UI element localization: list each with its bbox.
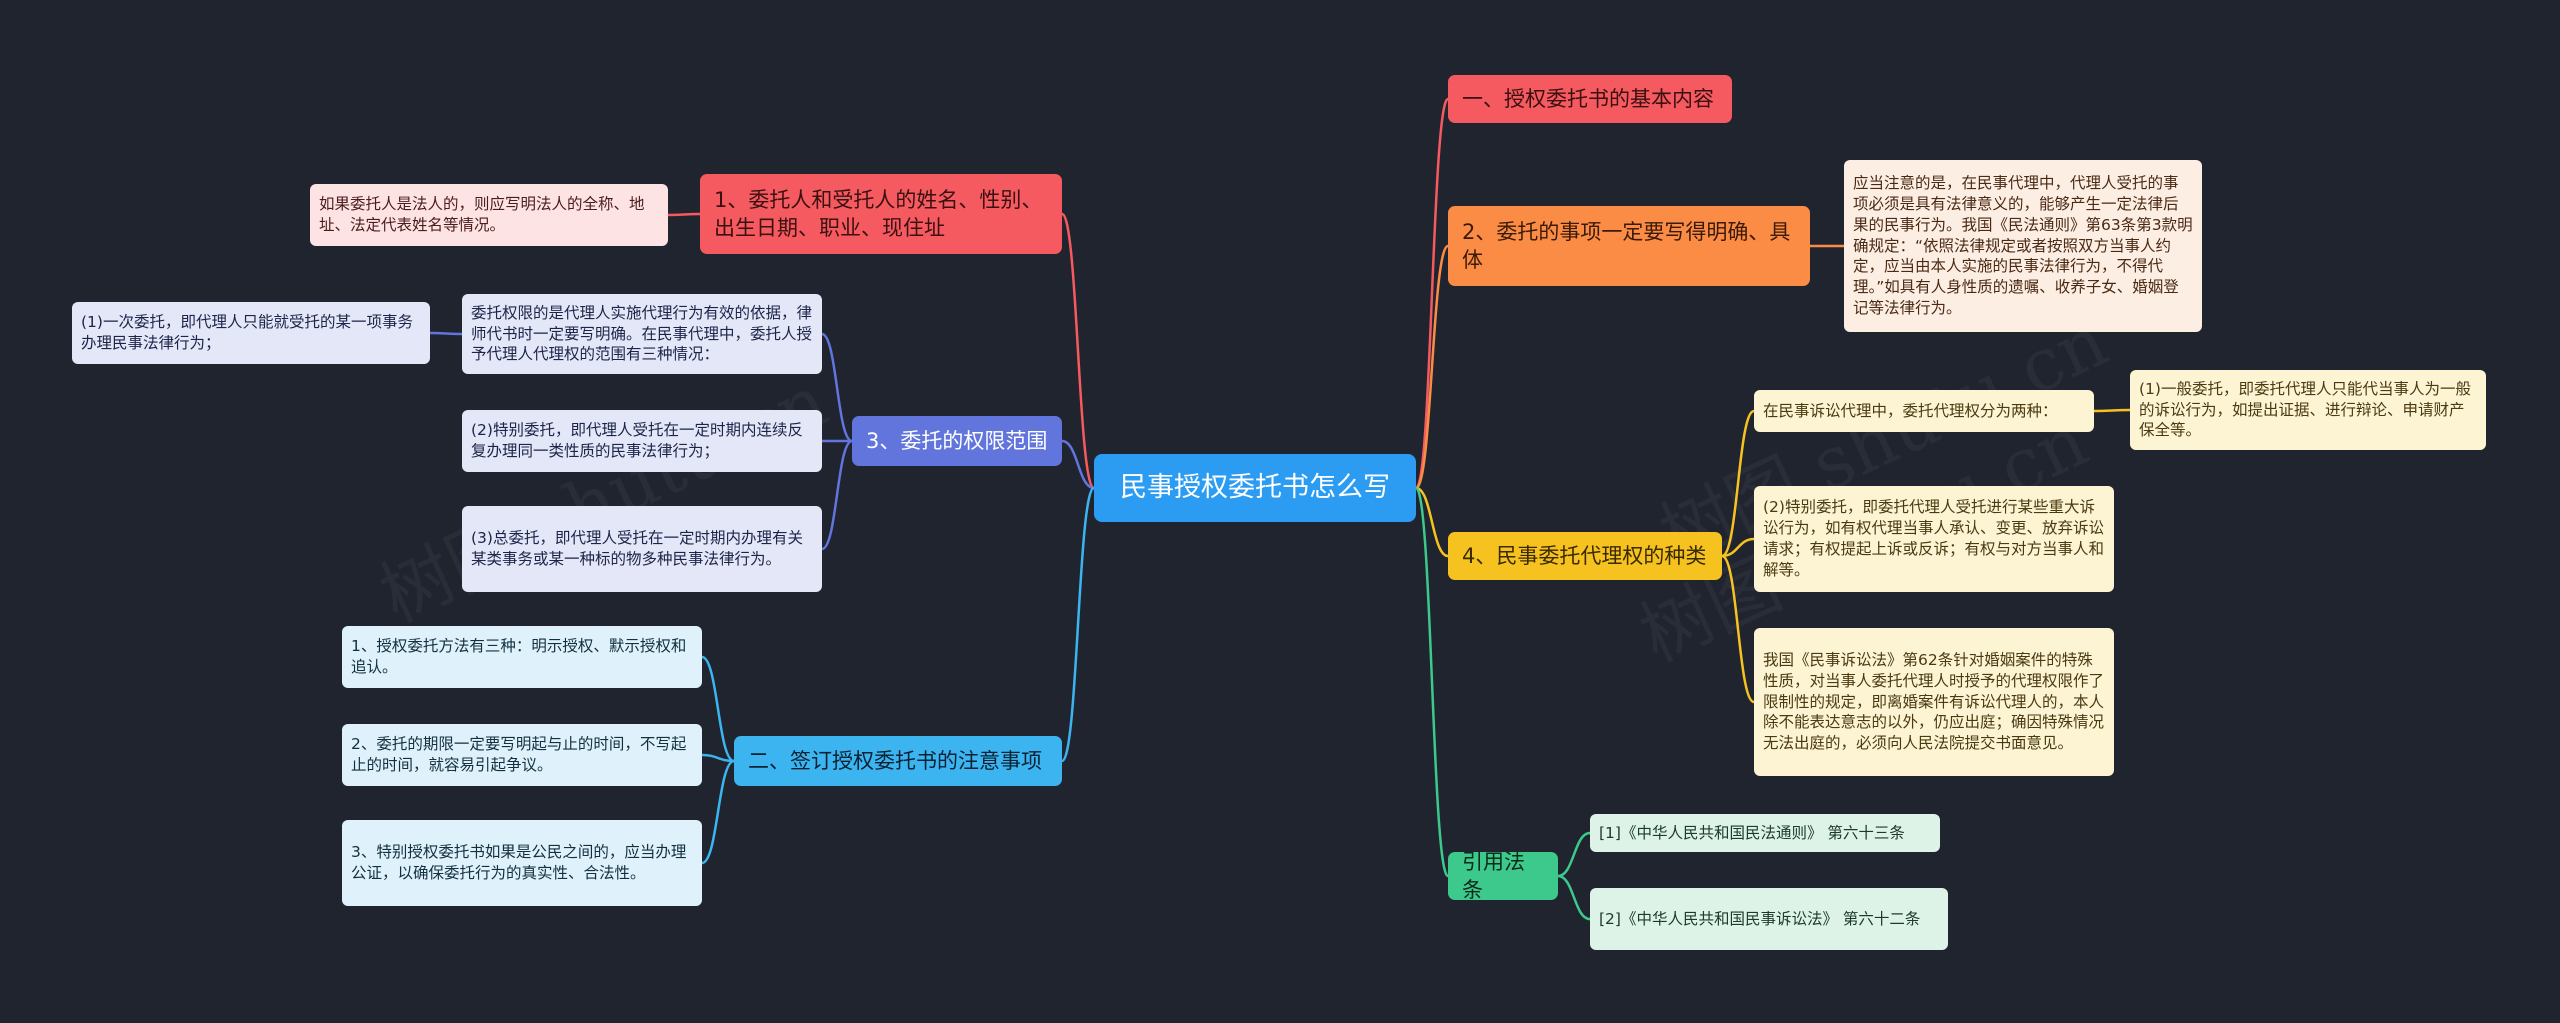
leaf-law-1: [1]《中华人民共和国民法通则》 第六十三条 xyxy=(1590,814,1940,852)
connector-root-b4 xyxy=(1415,486,1449,558)
branch-basic-content[interactable]: 一、授权委托书的基本内容 xyxy=(1448,75,1732,123)
connector-root-left-b3 xyxy=(1061,439,1095,490)
connector-b3-leaf3 xyxy=(821,439,853,551)
leaf-one-time: (1)一次委托，即代理人只能就受托的某一项事务办理民事法律行为； xyxy=(72,302,430,364)
branch-signing-notes[interactable]: 二、签订授权委托书的注意事项 xyxy=(734,736,1062,786)
connector-b5-leaf1 xyxy=(1557,831,1591,878)
root-node[interactable]: 民事授权委托书怎么写 xyxy=(1094,454,1416,522)
connector-root-b1 xyxy=(1414,97,1450,490)
connector-b4-leaf1 xyxy=(1721,409,1755,558)
connector-left-b2-leaf3 xyxy=(701,759,735,865)
connector-root-b2 xyxy=(1414,244,1450,490)
leaf-period: 2、委托的期限一定要写明起与止的时间，不写起止的时间，就容易引起争议。 xyxy=(342,724,702,786)
connector-left-b2-leaf2 xyxy=(701,753,735,763)
branch-cited-laws[interactable]: 引用法条 xyxy=(1448,850,1558,902)
leaf-general-entrust: (1)一般委托，即委托代理人只能代当事人为一般的诉讼行为，如提出证据、进行辩论、… xyxy=(2130,370,2486,450)
connector-b4-leaf1-child xyxy=(2093,408,2131,413)
connector-b3-leaf1 xyxy=(821,332,853,443)
leaf-notary: 3、特别授权委托书如果是公民之间的，应当办理公证，以确保委托行为的真实性、合法性… xyxy=(342,820,702,906)
leaf-matters-note: 应当注意的是，在民事代理中，代理人受托的事项必须是具有法律意义的，能够产生一定法… xyxy=(1844,160,2202,332)
branch-matters-specific[interactable]: 2、委托的事项一定要写得明确、具体 xyxy=(1448,206,1810,286)
connector-b3-leaf1-child xyxy=(429,331,463,336)
connector-b5-leaf2 xyxy=(1557,874,1591,921)
leaf-special-entrust: (2)特别委托，即委托代理人受托进行某些重大诉讼行为，如有权代理当事人承认、变更… xyxy=(1754,486,2114,592)
leaf-two-types: 在民事诉讼代理中，委托代理权分为两种： xyxy=(1754,390,2094,432)
leaf-general: (3)总委托，即代理人受托在一定时期内办理有关某类事务或某一种标的物多种民事法律… xyxy=(462,506,822,592)
leaf-law-2: [2]《中华人民共和国民事诉讼法》 第六十二条 xyxy=(1590,888,1948,950)
connector-root-left-b2 xyxy=(1060,486,1096,763)
branch-authority-types[interactable]: 4、民事委托代理权的种类 xyxy=(1448,532,1722,580)
connector-left-b2-leaf1 xyxy=(701,655,735,763)
connector-root-left-b1 xyxy=(1060,212,1096,490)
leaf-method: 1、授权委托方法有三种：明示授权、默示授权和追认。 xyxy=(342,626,702,688)
branch-names-info[interactable]: 1、委托人和受托人的姓名、性别、出生日期、职业、现住址 xyxy=(700,174,1062,254)
connector-b4-leaf3 xyxy=(1721,554,1755,704)
connector-root-b5 xyxy=(1414,486,1450,878)
leaf-marriage-case: 我国《民事诉讼法》第62条针对婚姻案件的特殊性质，对当事人委托代理人时授予的代理… xyxy=(1754,628,2114,776)
branch-scope[interactable]: 3、委托的权限范围 xyxy=(852,416,1062,466)
leaf-scope-basis: 委托权限的是代理人实施代理行为有效的依据，律师代书时一定要写明确。在民事代理中，… xyxy=(462,294,822,374)
connector-left-b1-leaf xyxy=(667,212,701,217)
connector-b4-leaf2 xyxy=(1721,537,1755,558)
leaf-special: (2)特别委托，即代理人受托在一定时期内连续反复办理同一类性质的民事法律行为； xyxy=(462,410,822,472)
leaf-legal-person: 如果委托人是法人的，则应写明法人的全称、地址、法定代表姓名等情况。 xyxy=(310,184,668,246)
